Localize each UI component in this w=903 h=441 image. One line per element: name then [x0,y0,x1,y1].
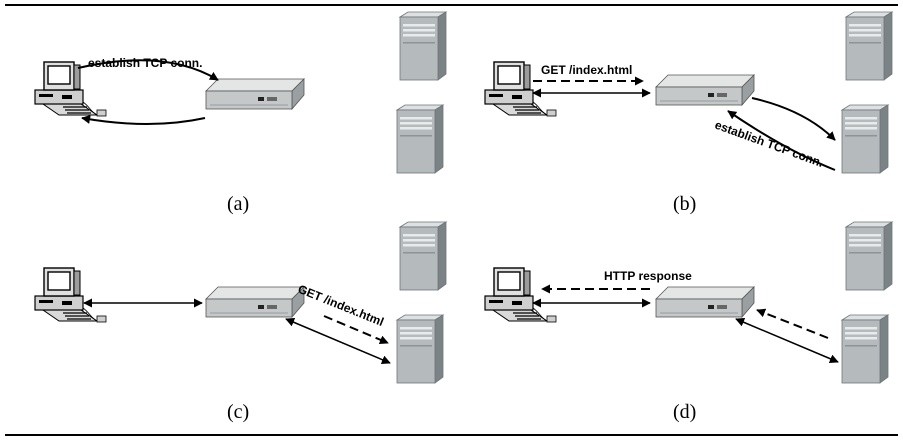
label-get-index: GET /index.html [296,282,386,329]
panel-b: GET /index.html establish TCP conn. (b) [484,11,893,215]
server-icon [396,314,444,384]
client-computer-icon [34,61,107,117]
switch-server-link [735,317,839,364]
caption-c: (c) [227,401,249,423]
client-computer-icon [484,267,557,323]
client-computer-icon [34,267,107,323]
server-icon [845,11,893,81]
switch-server-link [285,318,391,364]
web-switch-icon [205,78,305,110]
web-switch-icon [205,286,305,318]
panel-a: establish TCP conn. (a) [34,11,447,215]
server-to-switch-arrow [727,110,836,171]
label-establish-tcp: establish TCP conn. [88,56,202,70]
server-icon [841,314,889,384]
connection-return-arrow [81,114,206,125]
panel-c: GET /index.html (c) [34,221,447,423]
switch-to-server-arrow [751,97,836,141]
get-request-arrow [323,315,389,344]
panel-d: HTTP response (d) [484,221,893,423]
caption-d: (d) [673,401,696,423]
label-http-response: HTTP response [604,269,692,283]
connection-arrow [77,59,219,81]
server-icon [841,104,889,174]
server-response-arrow [756,308,829,339]
web-switch-icon [655,74,755,106]
server-icon [845,221,893,291]
caption-a: (a) [227,193,249,215]
server-icon [396,104,444,174]
server-icon [399,221,447,291]
web-switch-icon [655,286,755,318]
label-get-index: GET /index.html [541,63,632,77]
caption-b: (b) [673,193,696,215]
label-establish-tcp: establish TCP conn. [713,118,825,170]
server-icon [399,11,447,81]
